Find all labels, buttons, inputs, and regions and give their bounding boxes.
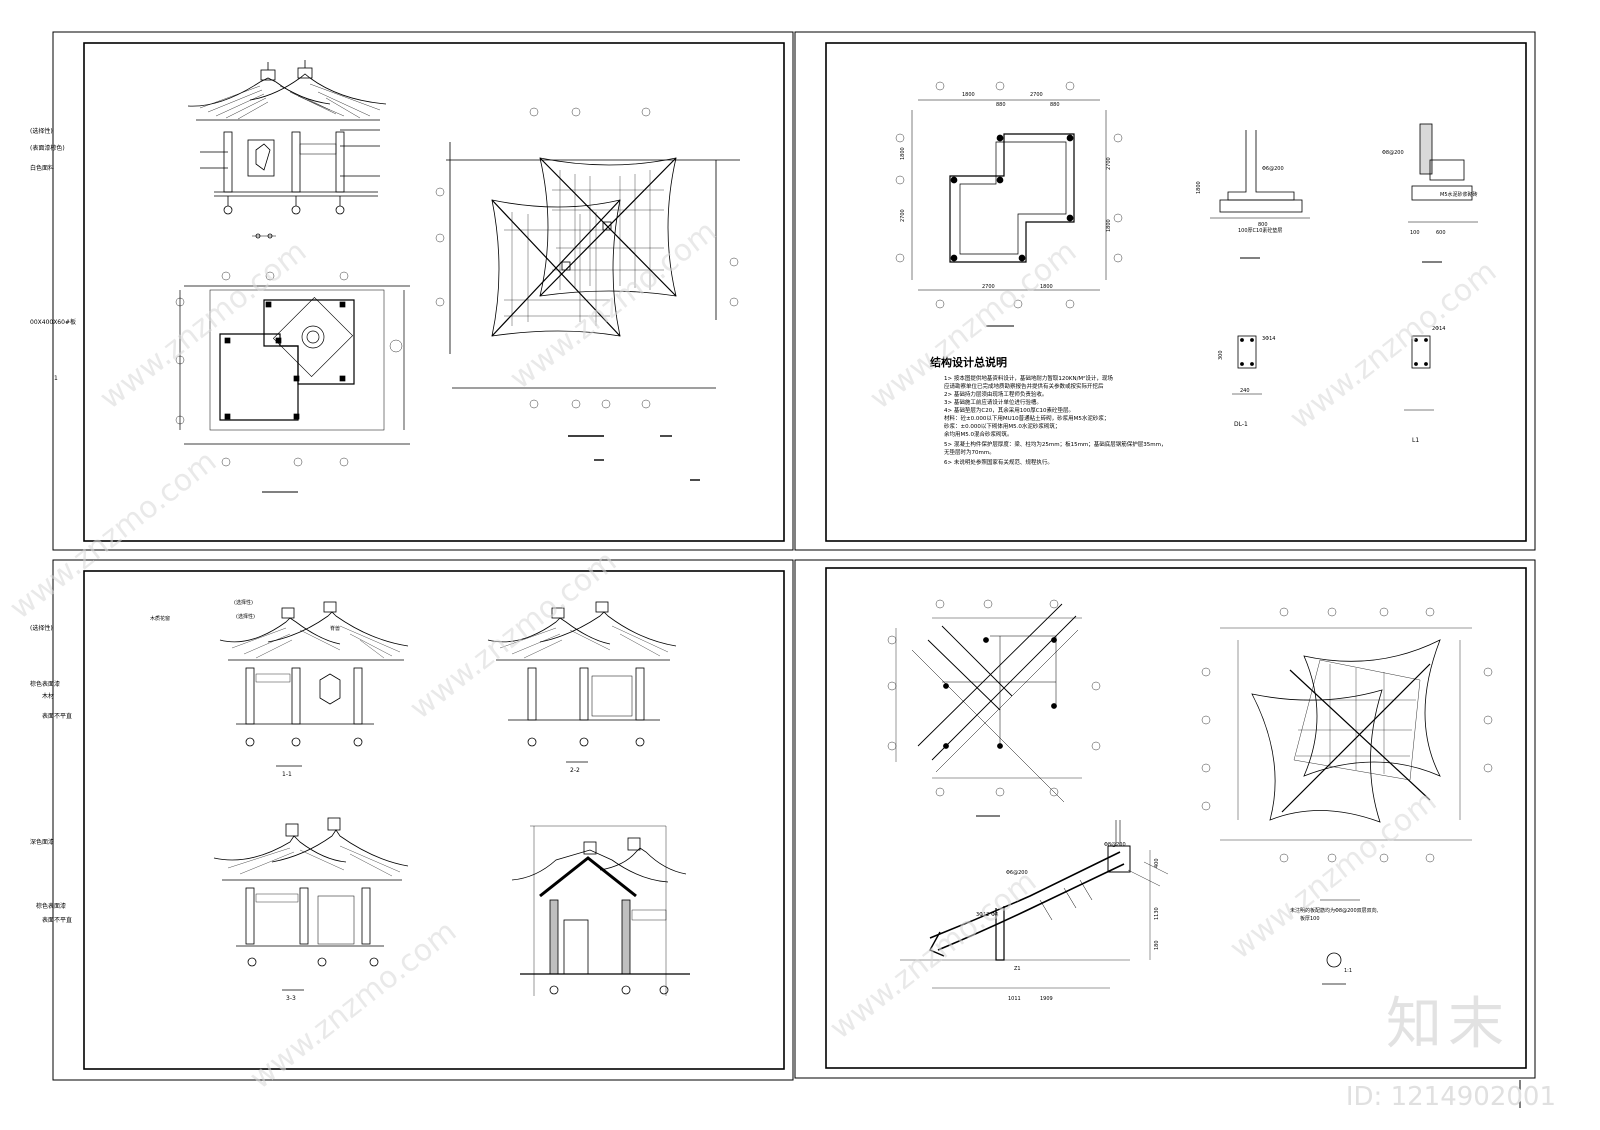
note-line-6: 砂浆：±0.000以下砌体用M5.0水泥砂浆砌筑；: [944, 422, 1060, 430]
s3-elev-label-2: 脊兽: [330, 625, 340, 632]
sheet1-plan: [175, 271, 410, 493]
sheet4-roof-framing: [1201, 607, 1493, 985]
s2-detail-dim-4: Φ6@200: [1262, 166, 1284, 172]
note-line-4: 4> 基础垫层为C20，其余采用100厚C10素砼垫层。: [944, 406, 1074, 414]
watermark-site-5: www.znzmo.com: [3, 444, 223, 626]
sheet1-elevation: [187, 60, 387, 239]
s3-elev-label-3: (选择性): [236, 613, 255, 620]
id-watermark: ID: 1214902001: [1345, 1082, 1556, 1112]
s4-vdim-0: 400: [1154, 858, 1160, 868]
sheet2-foundation-plan: [895, 81, 1123, 327]
s2-dim-bottom-0: 2700: [982, 284, 995, 290]
sheet2-section-details: [1210, 123, 1478, 411]
s2-detail-dim-10: 800: [1258, 222, 1268, 228]
sheet1-label-0: (选择性): [30, 127, 53, 135]
note-line-3: 3> 基础施工前应请设计单位进行验槽。: [944, 398, 1042, 406]
sheet4-rafter-section: [900, 820, 1169, 989]
note-line-10: 6> 未说明处参照国家有关规范、规程执行。: [944, 458, 1053, 466]
note-line-7: 余均用M5.0混合砂浆砌筑。: [944, 430, 1013, 438]
sheet3-elevations: [213, 601, 690, 996]
s2-detail-dim-0: 300: [1218, 350, 1224, 360]
s3-label-3: 表面不平直: [42, 712, 72, 720]
s4-vdim-2: 180: [1154, 940, 1160, 950]
sheet1-label-2: 白色面料: [30, 164, 54, 172]
s2-detail-dim-9: 600: [1436, 230, 1446, 236]
s3-elev-label-1: (选择性): [234, 599, 253, 606]
s2-dim-right-1: 1800: [1106, 219, 1112, 232]
s3-elev-label-0: 木质花窗: [150, 615, 170, 622]
brand-watermark: 知末: [1386, 992, 1510, 1057]
watermark-site-1: www.znzmo.com: [93, 234, 313, 416]
note-line-8: 5> 混凝土构件保护层厚度：梁、柱均为25mm；板15mm；基础底层钢筋保护层3…: [944, 440, 1167, 448]
s2-dim-bottom-1: 1800: [1040, 284, 1053, 290]
s4-dim-0: 1011: [1008, 996, 1021, 1002]
s2-dim-inner-1: 880: [1050, 102, 1060, 108]
s2-detail-dim-1: 240: [1240, 388, 1250, 394]
s2-dim-top-0: 1800: [962, 92, 975, 98]
sheet2-notes: 结构设计总说明 1> 按本图提供地基资料设计，基础地耐力暂取120KN/M²设计…: [929, 355, 1167, 466]
sheet1-label-1: (表面漆棕色): [30, 144, 65, 152]
note-line-2: 2> 基础持力层须由现场工程师负责验收。: [944, 390, 1047, 398]
watermark-site-7: www.znzmo.com: [823, 864, 1043, 1046]
note-line-0: 1> 按本图提供地基资料设计，基础地耐力暂取120KN/M²设计，现场: [944, 374, 1113, 382]
s2-detail-dim-8: 1800: [1196, 181, 1202, 194]
s2-detail-dim-2: 3Φ14: [1262, 336, 1275, 342]
s2-dim-inner-0: 880: [996, 102, 1006, 108]
s2-dim-top-1: 2700: [1030, 92, 1043, 98]
sheet-frames: [52, 31, 1536, 1108]
s3-label-4: 深色面漆: [30, 838, 54, 846]
sheet1-roof-plan: [435, 107, 740, 481]
s4-label-3: Φ8@200: [1104, 842, 1126, 848]
s3-label-5: 棕色表面漆: [36, 902, 66, 910]
s2-detail-dim-6: M5水泥砂浆砌砖: [1440, 191, 1478, 198]
s2-detail-dim-7: Φ8@200: [1382, 150, 1404, 156]
s3-caption-0: 1-1: [282, 771, 292, 778]
s4-label-2: Z1: [1014, 966, 1021, 972]
s4-note-1: 板厚100: [1300, 915, 1320, 922]
notes-title: 结构设计总说明: [929, 355, 1007, 369]
s2-detail-dim-3: 2Φ14: [1432, 326, 1445, 332]
sheet1-side-number: 1: [54, 375, 58, 382]
s3-label-2: 木材: [42, 692, 54, 700]
s4-note-0: 未注明的板配筋均为Φ8@200双层双向,: [1290, 907, 1379, 914]
note-line-9: 无垫层时为70mm。: [944, 448, 995, 456]
s3-label-1: 棕色表面漆: [30, 680, 60, 688]
s3-caption-1: 2-2: [570, 767, 580, 774]
s3-caption-2: 3-3: [286, 995, 296, 1002]
watermark-site-4: www.znzmo.com: [1283, 254, 1503, 436]
s2-section-label-1: L1: [1412, 437, 1419, 444]
s2-section-label-0: DL-1: [1234, 421, 1248, 428]
sheet4-framing-plan: [887, 599, 1101, 817]
s2-dim-right-0: 2700: [1106, 157, 1112, 170]
watermark-site-2: www.znzmo.com: [503, 214, 723, 396]
note-line-5: 材料：砼±0.000以下用MU10普通粘土砖砌，砂浆用M5水泥砂浆；: [944, 414, 1109, 422]
s4-label-1: 3Φ12 Φ4: [976, 912, 998, 918]
s2-dim-left-0: 1800: [900, 147, 906, 160]
s2-dim-left-1: 2700: [900, 209, 906, 222]
s4-label-0: Φ6@200: [1006, 870, 1028, 876]
s4-scale: 1:1: [1344, 968, 1352, 974]
s2-detail-dim-11: 100: [1410, 230, 1420, 236]
sheet1-side-text: 00X400X60#板: [30, 318, 76, 326]
watermark-layer: www.znzmo.com www.znzmo.com www.znzmo.co…: [3, 214, 1503, 1096]
s4-vdim-1: 1130: [1154, 907, 1160, 920]
s4-dim-1: 1909: [1040, 996, 1053, 1002]
s3-label-6: 表面不平直: [42, 916, 72, 924]
note-line-1: 应请勘察单位已完成地质勘察报告并提供有关参数或按实际开挖后: [944, 382, 1104, 390]
s2-detail-dim-5: 100厚C10素砼垫层: [1238, 227, 1282, 234]
s3-label-0: (选择性): [30, 624, 53, 632]
